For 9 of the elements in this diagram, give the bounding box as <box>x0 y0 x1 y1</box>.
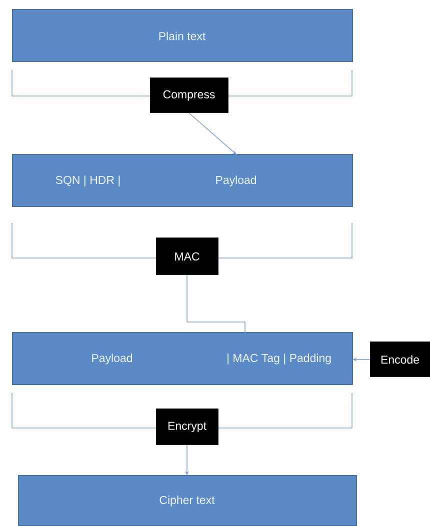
process-box: Payload | MAC Tag | Padding <box>12 332 353 385</box>
process-box: SQN | HDR | Payload <box>12 154 353 207</box>
process-box: Cipher text <box>18 475 357 526</box>
step-box: Encrypt <box>156 408 218 445</box>
arrow <box>188 112 237 155</box>
step-box: MAC <box>156 238 218 275</box>
process-box: Plain text <box>12 9 353 62</box>
step-box: Compress <box>150 78 228 113</box>
step-box: Encode <box>370 342 430 377</box>
